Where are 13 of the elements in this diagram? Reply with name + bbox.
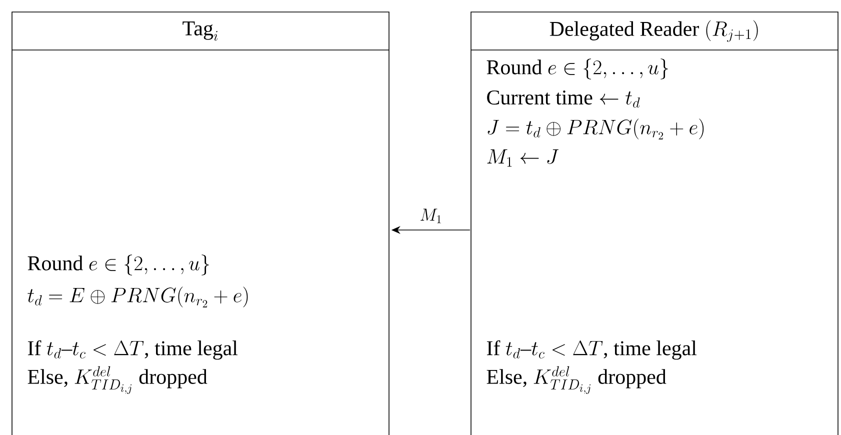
step-text: $\text{Current time} \leftarrow t_d$ <box>487 90 640 108</box>
step-text: $t_d = E \oplus PRNG(n_{r_2} + e)$ <box>28 286 248 308</box>
edge-label: $M_1$ <box>418 208 444 224</box>
step-text: $J = t_d \oplus PRNG(n_{r_2} + e)$ <box>488 118 704 140</box>
step-text: $\text{If } t_d\text{--}t_c < \Delta T\text{, time legal}$ <box>28 340 238 360</box>
column-heading: $\text{Delegated Reader } (R_{j+1})$ <box>550 20 758 42</box>
step-text: $\text{If } t_d\text{--}t_c < \Delta T\text{, time legal}$ <box>486 340 697 360</box>
column-heading: $\text{Tag}_i$ <box>182 22 218 41</box>
step-text: $\text{Else, } K^{del}_{TID_{i,j}} \text{ dropped}$ <box>486 366 666 394</box>
step-text: $\text{Round } e \in \{2, \ldots, u\}$ <box>486 58 668 80</box>
step-text: $\text{Else, } K^{del}_{TID_{i,j}} \text{ dropped}$ <box>28 366 208 394</box>
step-text: $\text{Round } e \in \{2, \ldots, u\}$ <box>28 254 209 276</box>
step-text: $M_1 \leftarrow J$ <box>487 149 558 167</box>
